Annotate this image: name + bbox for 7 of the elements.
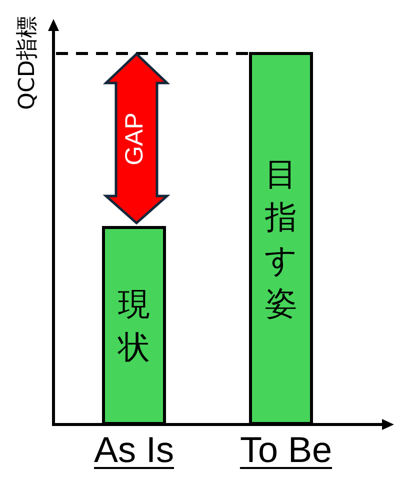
arrow-label: GAP xyxy=(122,112,147,165)
double-arrow xyxy=(105,53,168,224)
bar-label: 現状 xyxy=(116,284,151,368)
category-label: To Be xyxy=(240,432,332,468)
axis-label: QCD指標 xyxy=(16,16,38,110)
category-label: As Is xyxy=(94,432,174,468)
bar-label: 目指す姿 xyxy=(264,154,298,324)
